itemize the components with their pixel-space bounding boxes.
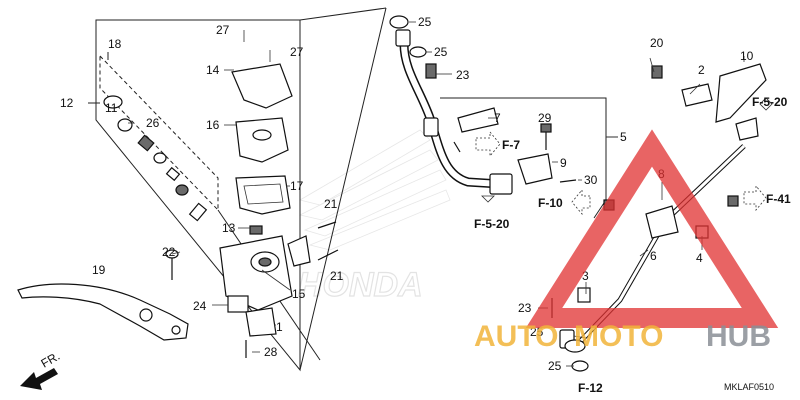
watermark-auto: AUTO: [474, 320, 558, 353]
watermark-triangle: [525, 129, 779, 328]
ref-f41: F-41: [766, 192, 791, 206]
master-cylinder-body: [219, 225, 311, 337]
brake-hose-upper: [389, 15, 513, 195]
ref-f10: F-10: [538, 196, 563, 210]
ref-f12: F-12: [578, 381, 603, 395]
part-label-13: 13: [222, 221, 236, 235]
part-label-21a: 21: [324, 197, 338, 211]
part-label-24: 24: [193, 299, 207, 313]
part-label-5: 5: [620, 130, 627, 144]
part-label-25b: 25: [434, 45, 448, 59]
part-label-17: 17: [290, 179, 304, 193]
ref-f7: F-7: [502, 138, 520, 152]
part-label-12: 12: [60, 96, 74, 110]
reference-arrows: F-7 F-10 F-41 F-5-20 F-5-20 F-12: [474, 95, 791, 395]
part-label-28: 28: [264, 345, 278, 359]
part-label-21b: 21: [330, 269, 344, 283]
honda-wing-logo: HONDA: [297, 129, 451, 305]
part-label-11: 11: [105, 101, 118, 115]
part-label-26: 26: [146, 116, 160, 130]
part-label-27b: 27: [290, 45, 304, 59]
part-label-19: 19: [92, 263, 106, 277]
part-label-25d: 25: [548, 359, 562, 373]
part-label-4: 4: [696, 251, 703, 265]
ref-f520-left: F-5-20: [474, 217, 510, 231]
part-label-10: 10: [740, 49, 754, 63]
front-label: FR.: [39, 349, 63, 371]
piston-kit: [103, 95, 208, 222]
part-label-15: 15: [292, 287, 306, 301]
ref-f520-right: F-5-20: [752, 95, 788, 109]
hose-clamps: [453, 107, 577, 185]
leader-lines: [128, 21, 745, 367]
part-label-1: 1: [276, 320, 283, 334]
part-label-18: 18: [108, 37, 122, 51]
part-label-27a: 27: [216, 23, 230, 37]
part-label-3: 3: [582, 269, 589, 283]
part-label-22: 22: [162, 245, 176, 259]
watermark-moto: MOTO: [574, 320, 663, 353]
part-label-29: 29: [538, 111, 552, 125]
honda-wordmark: HONDA: [298, 266, 423, 304]
part-label-14: 14: [206, 63, 220, 77]
part-label-30: 30: [584, 173, 598, 187]
part-labels: 1 2 3 4 5 6 7 8 9 10 11 12 13 14 15 16 1…: [60, 15, 754, 373]
diagram-code: MKLAF0510: [724, 382, 774, 392]
part-label-23a: 23: [456, 68, 470, 82]
part-label-23b: 23: [518, 301, 532, 315]
watermark-hub: HUB: [706, 320, 771, 353]
reservoir-cap: [231, 30, 293, 215]
front-direction-arrow: FR.: [20, 349, 62, 390]
part-label-7: 7: [494, 111, 501, 125]
part-label-9: 9: [560, 156, 567, 170]
part-label-20: 20: [650, 36, 664, 50]
part-label-25c: 25: [530, 325, 544, 339]
part-label-6: 6: [650, 249, 657, 263]
part-label-2: 2: [698, 63, 705, 77]
part-label-16: 16: [206, 118, 220, 132]
brake-lever: [17, 283, 189, 341]
autmotohub-watermark: AUTO MOTO HUB: [474, 129, 779, 353]
part-label-25a: 25: [418, 15, 432, 29]
